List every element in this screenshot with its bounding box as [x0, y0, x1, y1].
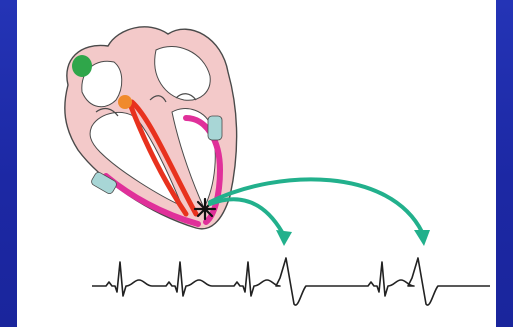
arrow-head-first: [276, 230, 292, 246]
arrow-head-second: [414, 230, 430, 246]
sa-node: [72, 55, 92, 77]
ecg-trace: [92, 258, 490, 305]
ectopic-beat-diagram: [17, 0, 496, 327]
left-valve-ring: [208, 116, 222, 140]
arrow-to-second-premature-beat: [210, 179, 422, 232]
av-node: [118, 95, 132, 109]
diagram-panel: [17, 0, 496, 327]
